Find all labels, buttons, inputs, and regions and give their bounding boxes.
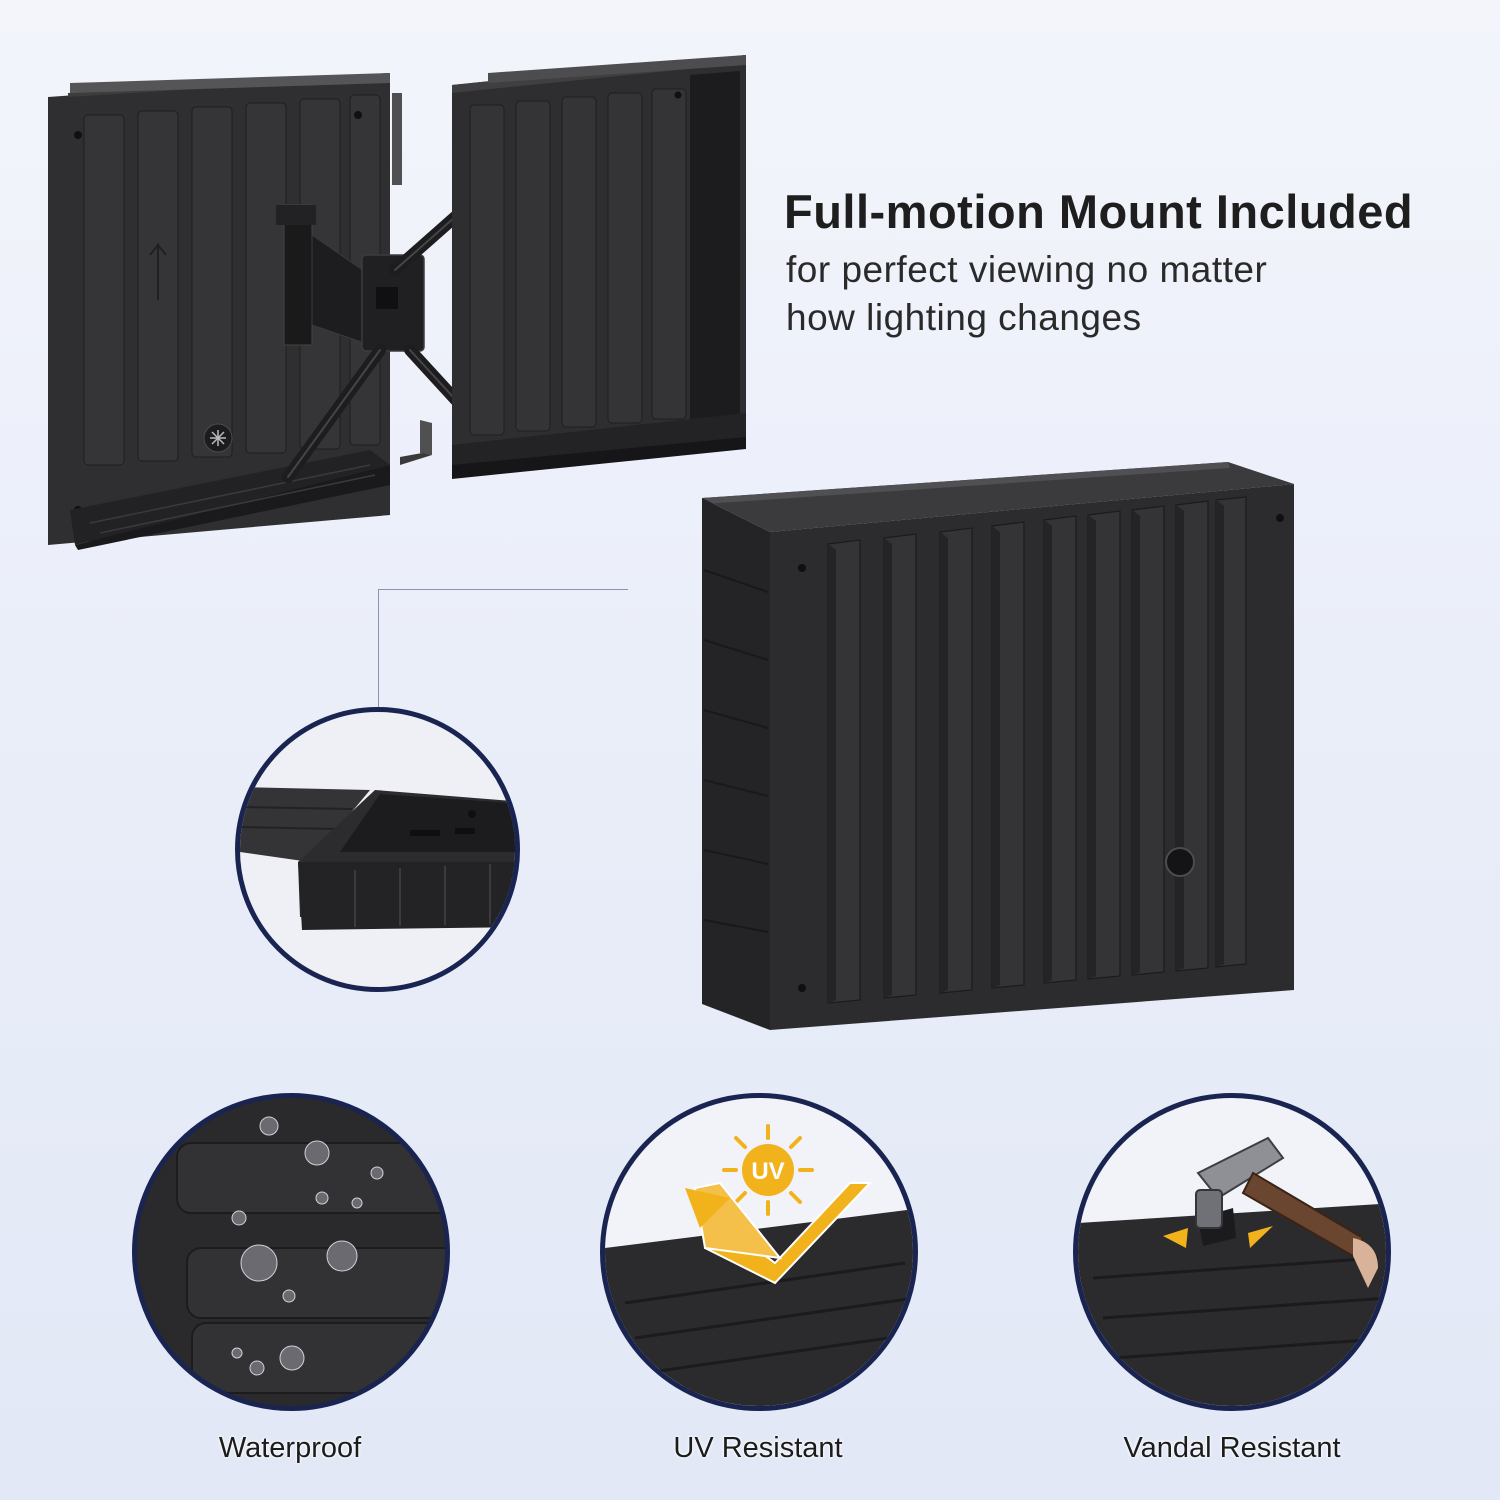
feature-label-uv-resistant: UV Resistant: [673, 1432, 843, 1464]
assembled-enclosure-image: [690, 460, 1300, 1040]
headline-subtitle: for perfect viewing no matter how lighti…: [786, 246, 1426, 342]
uv-sun-icon: UV: [722, 1124, 814, 1216]
callout-connector-vertical: [378, 589, 379, 707]
front-box: [452, 55, 746, 479]
hammer-icon: [1195, 1136, 1378, 1288]
uv-resistant-circle: UV: [600, 1093, 918, 1411]
headline-title: Full-motion Mount Included: [784, 185, 1414, 238]
callout-connector: [378, 589, 628, 590]
waterproof-circle: [132, 1093, 450, 1411]
back-panel: [48, 73, 390, 550]
vandal-resistant-circle: [1073, 1093, 1391, 1411]
subtitle-line-2: how lighting changes: [786, 297, 1142, 338]
water-droplets-icon: [137, 1098, 445, 1406]
feature-label-vandal-resistant: Vandal Resistant: [1123, 1432, 1341, 1464]
uv-badge-text: UV: [751, 1158, 784, 1185]
exploded-enclosure-image: [40, 45, 760, 565]
drain-tray-detail: [235, 707, 520, 992]
feature-label-waterproof: Waterproof: [218, 1432, 362, 1464]
side-strip: [392, 93, 402, 185]
full-motion-mount: [276, 189, 486, 483]
subtitle-line-1: for perfect viewing no matter: [786, 249, 1268, 290]
